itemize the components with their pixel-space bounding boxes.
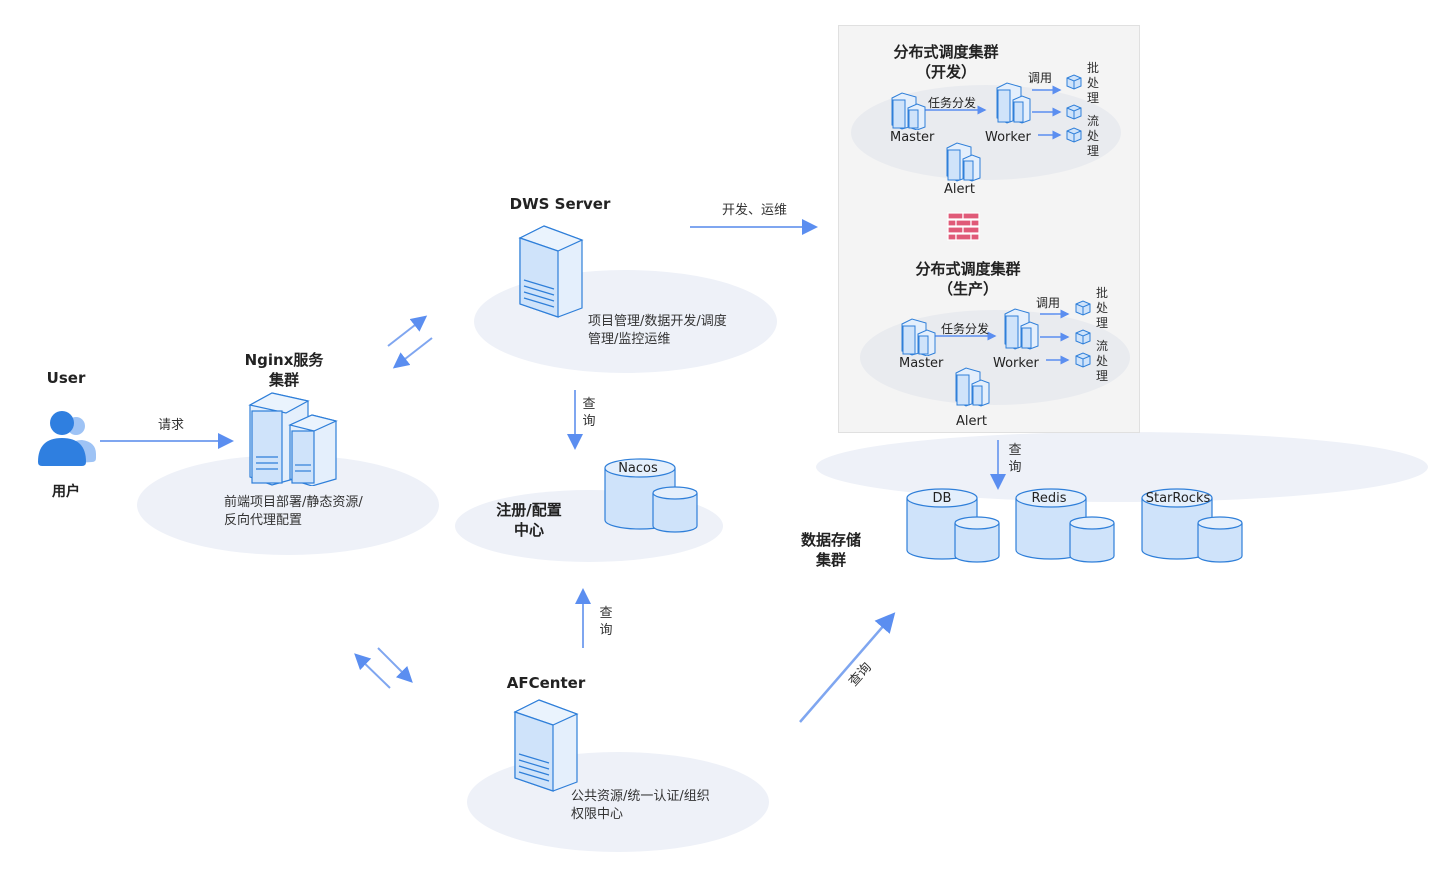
nginx-title-1: Nginx服务 (244, 351, 324, 369)
registry-title-1: 注册/配置 (496, 501, 562, 519)
prod-alert-label: Alert (956, 414, 987, 429)
dev-worker-icon (996, 82, 1031, 124)
redis-label: Redis (1031, 491, 1067, 506)
scheduler-dev-title-1: 分布式调度集群 (893, 43, 999, 61)
request-label: 请求 (158, 418, 185, 433)
firewall-icon (947, 212, 980, 241)
user-label: 用户 (52, 484, 80, 500)
dev-alert-label: Alert (944, 182, 975, 197)
afcenter-desc-1: 公共资源/统一认证/组织 (571, 789, 710, 804)
dev-ops-label: 开发、运维 (722, 203, 788, 218)
prod-stream-label: 流处理 (1095, 339, 1108, 383)
prod-invoke-label: 调用 (1036, 296, 1061, 310)
dev-worker-label: Worker (985, 130, 1031, 145)
registry-title-2: 中心 (513, 521, 544, 539)
db-label: DB (932, 491, 952, 506)
nginx-dws-arrow-up (387, 315, 428, 347)
dev-batch-cube-icon (1066, 74, 1082, 90)
dev-alert-icon (946, 142, 981, 182)
scheduler-dev-title-2: （开发） (915, 63, 976, 81)
storage-ellipse (816, 432, 1428, 502)
nginx-server-icon (248, 392, 338, 486)
scheduler-prod-title-1: 分布式调度集群 (915, 260, 1021, 278)
user-title: User (46, 369, 86, 387)
prod-batch-cube-icon (1075, 300, 1091, 316)
starrocks-label: StarRocks (1145, 491, 1211, 506)
nacos-db-icon (604, 458, 698, 533)
nginx-desc-1: 前端项目部署/静态资源/ (224, 495, 363, 510)
nacos-label: Nacos (618, 461, 658, 476)
afcenter-desc-2: 权限中心 (571, 807, 624, 822)
prod-dispatch-label: 任务分发 (941, 322, 990, 336)
afcenter-title: AFCenter (506, 674, 586, 692)
storage-title-2: 集群 (815, 551, 846, 569)
nginx-title-2: 集群 (268, 371, 299, 389)
dev-mid-cube-icon (1066, 104, 1082, 120)
storage-title-1: 数据存储 (800, 531, 861, 549)
query-label-scheduler: 查询 (1008, 443, 1022, 475)
query-label-dws: 查询 (582, 397, 596, 429)
nginx-af-arrow-up (354, 653, 391, 689)
prod-master-label: Master (899, 356, 944, 371)
dev-stream-cube-icon (1066, 127, 1082, 143)
dev-master-label: Master (890, 130, 935, 145)
dev-dispatch-label: 任务分发 (928, 96, 977, 110)
afcenter-server-icon (513, 699, 579, 792)
prod-mid-cube-icon (1075, 329, 1091, 345)
dev-batch-label: 批处理 (1086, 61, 1099, 105)
nginx-af-arrow-down (377, 647, 413, 683)
query-label-af: 查询 (599, 606, 613, 638)
redis-icon (1015, 488, 1115, 563)
dws-desc-1: 项目管理/数据开发/调度 (588, 314, 727, 329)
starrocks-icon (1141, 488, 1243, 563)
dev-master-icon (891, 92, 926, 130)
prod-worker-label: Worker (993, 356, 1039, 371)
nginx-desc-2: 反向代理配置 (224, 513, 303, 528)
prod-worker-icon (1004, 308, 1039, 350)
db-icon (906, 488, 1000, 563)
prod-stream-cube-icon (1075, 352, 1091, 368)
prod-batch-label: 批处理 (1095, 286, 1108, 330)
prod-master-icon (901, 318, 936, 356)
dev-stream-label: 流处理 (1086, 114, 1099, 158)
af-storage-arrow (799, 612, 896, 723)
user-icon (38, 411, 96, 466)
dws-server-icon (518, 225, 584, 318)
dws-title: DWS Server (509, 195, 611, 213)
dev-invoke-label: 调用 (1028, 71, 1053, 85)
prod-alert-icon (955, 367, 990, 407)
dws-desc-2: 管理/监控运维 (588, 332, 671, 347)
scheduler-prod-title-2: （生产） (937, 280, 998, 298)
nginx-dws-arrow-down (392, 337, 433, 369)
